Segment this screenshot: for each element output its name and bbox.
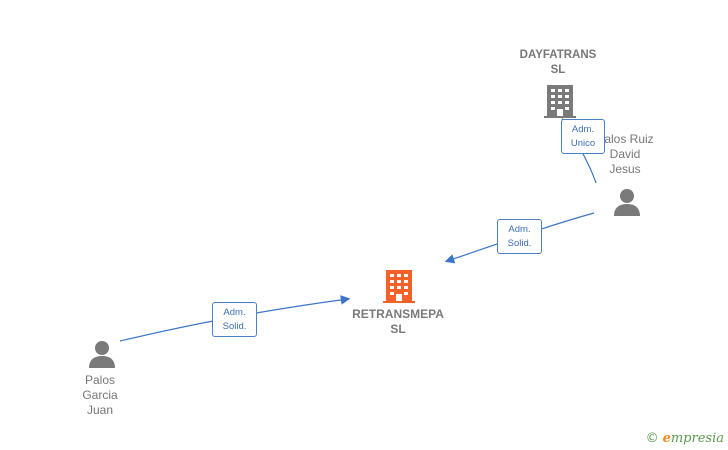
person-name-line3: Jesus — [609, 162, 641, 176]
edge-label-adm-unico: Adm. Unico — [561, 119, 605, 154]
brand-initial: e — [662, 431, 671, 446]
empresia-logo: ©empresia — [646, 431, 724, 446]
edge-label-adm-solid: Adm. Solid. — [212, 302, 257, 337]
company-label-dayfatrans[interactable]: DAYFATRANS SL — [508, 48, 608, 78]
company-label-retransmepa[interactable]: RETRANSMEPA SL — [340, 307, 456, 337]
company-name: DAYFATRANS — [519, 49, 597, 61]
person-label-palos-ruiz[interactable]: Palos Ruiz David Jesus — [580, 132, 670, 177]
person-icon[interactable] — [612, 187, 642, 217]
person-name-line2: David — [609, 147, 641, 161]
company-name: RETRANSMEPA — [352, 307, 444, 321]
person-name-line3: Juan — [86, 403, 114, 417]
copyright-symbol: © — [645, 431, 659, 446]
edge-label-adm-solid: Adm. Solid. — [497, 219, 542, 254]
building-icon-main[interactable] — [383, 268, 415, 304]
person-icon[interactable] — [87, 339, 117, 369]
person-name-line1: Palos Ruiz — [596, 132, 654, 146]
company-suffix: SL — [550, 64, 566, 76]
person-name-line2: Garcia — [82, 388, 118, 402]
brand-name: mpresia — [670, 431, 724, 446]
company-suffix: SL — [390, 322, 406, 336]
person-label-palos-garcia[interactable]: Palos Garcia Juan — [60, 373, 140, 418]
building-icon[interactable] — [544, 83, 576, 119]
person-name-line1: Palos — [84, 373, 116, 387]
